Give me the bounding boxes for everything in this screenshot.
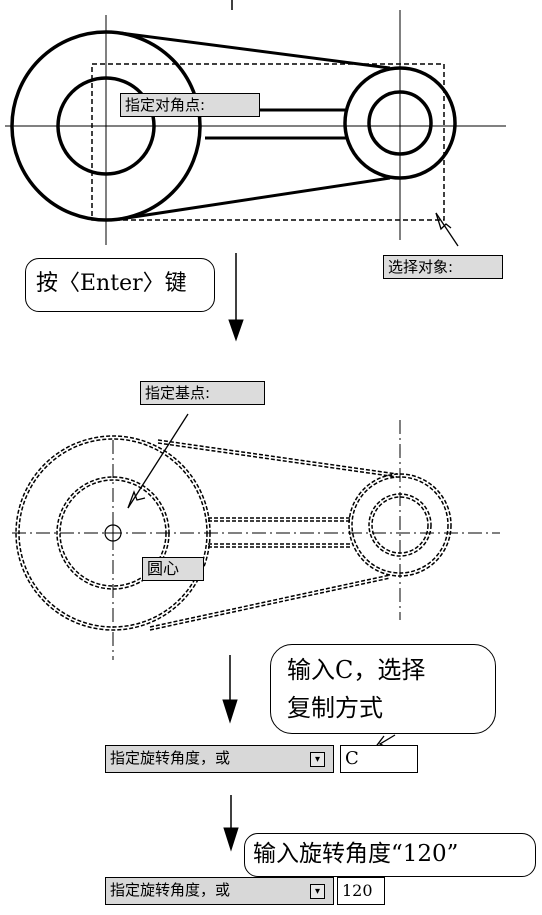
tip-select-objects: 选择对象: xyxy=(383,255,503,279)
top-drawing xyxy=(5,0,506,342)
command-input-1[interactable]: C xyxy=(340,745,418,773)
middle-drawing xyxy=(12,413,500,758)
command-prompt-rotate-angle-2: 指定旋转角度，或 xyxy=(105,877,334,905)
command-prompt-rotate-angle-1: 指定旋转角度，或 xyxy=(105,745,334,773)
callout-press-enter-text: 按〈Enter〉键 xyxy=(36,271,187,296)
command-input-2[interactable]: 120 xyxy=(337,877,385,905)
callout-copy-mode-line2: 复制方式 xyxy=(287,694,383,722)
command-input-value-1: C xyxy=(345,748,359,769)
command-prompt-text-1: 指定旋转角度，或 xyxy=(110,749,231,767)
callout-copy-mode: 输入C，选择 复制方式 xyxy=(270,644,496,734)
callout-press-enter: 按〈Enter〉键 xyxy=(25,258,215,312)
dropdown-arrow-icon[interactable]: ▾ xyxy=(310,884,325,899)
tip-specify-corner: 指定对角点: xyxy=(120,93,260,117)
callout-copy-mode-line1: 输入C，选择 xyxy=(287,656,426,684)
tip-specify-base-point: 指定基点: xyxy=(140,381,265,405)
command-input-value-2: 120 xyxy=(342,881,373,900)
dropdown-arrow-icon[interactable]: ▾ xyxy=(310,752,325,767)
command-prompt-text-2: 指定旋转角度，或 xyxy=(110,881,231,899)
callout-enter-angle-text: 输入旋转角度“120” xyxy=(253,841,459,867)
tip-center: 圆心 xyxy=(142,557,204,581)
callout-enter-angle: 输入旋转角度“120” xyxy=(244,833,536,877)
